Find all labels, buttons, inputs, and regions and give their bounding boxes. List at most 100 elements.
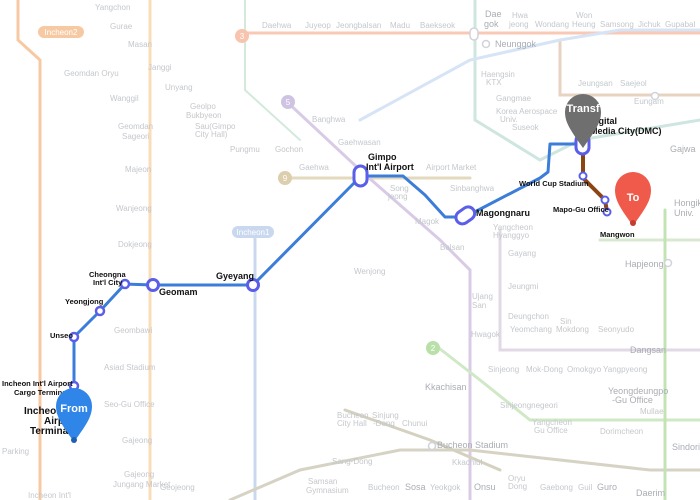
- label-onsu: Onsu: [474, 482, 496, 492]
- station-yeongjong[interactable]: [94, 305, 106, 317]
- label-baekseok: Baekseok: [420, 21, 456, 30]
- line-badges: Incheon2 Incheon1 3 5 9 2: [38, 26, 440, 355]
- label-deungchon: Deungchon: [508, 312, 549, 321]
- label-bucheon-city-2: City Hall: [337, 419, 367, 428]
- label-gupabal: Gupabal: [665, 20, 695, 29]
- label-sinjung-2: -Dong: [373, 419, 395, 428]
- label-samsan-2: Gymnasium: [306, 486, 349, 495]
- label-yangcheon-hyanggyo: Yangcheon: [493, 223, 533, 232]
- label-gimpo: Gimpo: [368, 152, 397, 162]
- label-asiad-stadium: Asiad Stadium: [104, 363, 156, 372]
- label-mapo-gu: Mapo-Gu Office: [553, 205, 609, 214]
- label-world-cup: World Cup Stadium: [519, 179, 589, 188]
- label-haengsin: Haengsin: [481, 70, 515, 79]
- label-geolpo-2: Bukbyeon: [186, 111, 222, 120]
- label-daegok: Dae: [485, 9, 502, 19]
- label-geomdan-sageori-2: Sageori: [122, 132, 150, 141]
- station-gyeyang[interactable]: [246, 278, 260, 292]
- label-masan: Masan: [128, 40, 152, 49]
- label-sindorim: Sindorim: [672, 442, 700, 452]
- label-sau: Sau(Gimpo: [195, 122, 236, 131]
- label-bucheon-stadium: Bucheon Stadium: [437, 440, 508, 450]
- label-pungmu: Pungmu: [230, 145, 260, 154]
- label-ujangsan-2: San: [472, 301, 486, 310]
- label-cargo-terminal-2: Cargo Terminal: [14, 388, 68, 397]
- label-airport-market: Airport Market: [426, 163, 477, 172]
- station-unseo[interactable]: [68, 331, 80, 343]
- pin-from[interactable]: From: [56, 388, 92, 443]
- label-wenjong: Wenjong: [354, 267, 385, 276]
- label-sinbanghwa: Sinbanghwa: [450, 184, 495, 193]
- route-blue-line: [72, 142, 585, 430]
- line-5-faded: [283, 98, 472, 500]
- line-badge-3: [235, 29, 249, 43]
- label-magongnaru: Magongnaru: [476, 208, 530, 218]
- label-daehwa: Daehwa: [262, 21, 292, 30]
- label-chunui: Chunui: [402, 419, 428, 428]
- label-mullae: Mullae: [640, 407, 664, 416]
- label-gimpo-2: Int'l Airport: [366, 162, 414, 172]
- line-badge-9-text: 9: [283, 174, 288, 183]
- station-gimpo-airport[interactable]: [352, 164, 369, 188]
- station-world-cup[interactable]: [578, 171, 588, 181]
- label-songjeong: Song: [390, 184, 409, 193]
- line-badge-incheon1-text: Incheon1: [237, 228, 270, 237]
- label-gurae: Gurae: [110, 22, 133, 31]
- label-cargo-terminal: Incheon Int'l Airport: [2, 379, 73, 388]
- station-geomam[interactable]: [146, 278, 160, 292]
- label-dmc-2: Media City(DMC): [590, 126, 662, 136]
- label-juyeop: Juyeop: [305, 21, 331, 30]
- station-magongnaru[interactable]: [453, 204, 477, 226]
- label-seonyudo: Seonyudo: [598, 325, 635, 334]
- station-mapo-gu[interactable]: [600, 195, 610, 205]
- pin-to[interactable]: To: [615, 172, 651, 226]
- label-bucheon-city: Bucheon: [337, 411, 369, 420]
- label-yeongdeungpo: Yeongdeungpo: [608, 386, 668, 396]
- label-gajeong-market: Gajeong: [124, 470, 154, 479]
- label-mangwon: Mangwon: [600, 230, 635, 239]
- label-unyang: Unyang: [165, 83, 193, 92]
- line-badge-incheon2: [38, 26, 84, 38]
- label-yeongjong: Yeongjong: [65, 297, 104, 306]
- line-gyeongui-faded: [473, 0, 700, 162]
- label-gaehwasan: Gaehwasan: [338, 138, 381, 147]
- label-jichuk: Jichuk: [638, 20, 662, 29]
- label-gaebong: Gaebong: [540, 483, 573, 492]
- label-unseo: Unseo: [50, 331, 73, 340]
- label-sinjeong: Sinjeong: [488, 365, 519, 374]
- label-majeon: Majeon: [125, 165, 151, 174]
- label-mokdong: Mok-Dong: [526, 365, 563, 374]
- label-eungam: Eungam: [634, 97, 664, 106]
- label-gochon: Gochon: [275, 145, 303, 154]
- label-janggi: Janggi: [148, 63, 172, 72]
- label-suseok: Suseok: [512, 123, 540, 132]
- label-yangpyeong: Yangpyeong: [603, 365, 647, 374]
- pin-transfer-marker[interactable]: [565, 94, 601, 148]
- label-yeomchang: Yeomchang: [510, 325, 552, 334]
- station-mangwon[interactable]: [602, 207, 612, 217]
- station-cheongna[interactable]: [119, 278, 131, 290]
- label-dorimcheon: Dorimcheon: [600, 427, 643, 436]
- label-sosa: Sosa: [405, 482, 426, 492]
- label-guil: Guil: [578, 483, 592, 492]
- label-geombawi: Geombawi: [114, 326, 152, 335]
- pin-from-marker[interactable]: [56, 388, 92, 442]
- label-parking: Parking: [2, 447, 29, 456]
- label-yeongdeungpo-2: -Gu Office: [612, 395, 653, 405]
- line-badge-5-text: 5: [286, 98, 291, 107]
- label-kkachisan: Kkachisan: [425, 382, 467, 392]
- label-haengsin-2: KTX: [486, 78, 502, 87]
- label-gajeong-market-2: Jungang Market: [113, 480, 171, 489]
- label-ujangsan: Ujang: [472, 292, 493, 301]
- background-stations: [427, 27, 673, 451]
- label-wonheung-2: Heung: [572, 20, 596, 29]
- label-geomam: Geomam: [159, 287, 198, 297]
- label-gaehwa: Gaehwa: [299, 163, 329, 172]
- label-omokgyo: Omokgyo: [567, 365, 602, 374]
- pin-transfer[interactable]: Transf: [565, 94, 601, 148]
- background-station-labels: Yangchon Gurae Masan Geomdan Oryu Janggi…: [2, 3, 700, 500]
- label-dangsan: Dangsan: [630, 345, 666, 355]
- label-korea-aerospace: Korea Aerospace: [496, 107, 558, 116]
- pin-to-marker[interactable]: [615, 172, 651, 226]
